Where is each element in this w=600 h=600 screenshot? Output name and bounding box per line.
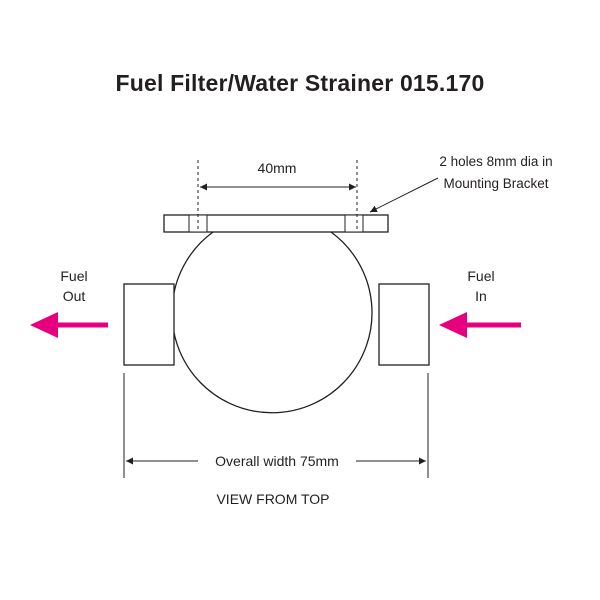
- fuel-out-arrow-icon: [30, 312, 108, 338]
- bracket-hole-left: [188, 214, 208, 233]
- fuel-out-label-line1: Fuel: [60, 268, 87, 284]
- hole-spacing-label: 40mm: [258, 160, 297, 176]
- holes-leader-arrow: [369, 177, 439, 213]
- fuel-in-arrow-icon: [439, 312, 521, 338]
- holes-note-line1: 2 holes 8mm dia in: [439, 154, 552, 169]
- holes-note-line2: Mounting Bracket: [443, 176, 548, 191]
- fuel-out-label-line2: Out: [63, 288, 86, 304]
- fuel-in-label-line2: In: [475, 288, 487, 304]
- diagram-title: Fuel Filter/Water Strainer 015.170: [115, 70, 485, 96]
- filter-body: [171, 231, 373, 414]
- bracket-hole-right: [344, 214, 364, 233]
- fuel-in-label-line1: Fuel: [467, 268, 494, 284]
- view-label: VIEW FROM TOP: [216, 491, 329, 507]
- mounting-bracket: [163, 214, 389, 233]
- inlet-port: [378, 283, 430, 366]
- overall-width-label: Overall width 75mm: [215, 453, 339, 469]
- outlet-port: [123, 283, 175, 366]
